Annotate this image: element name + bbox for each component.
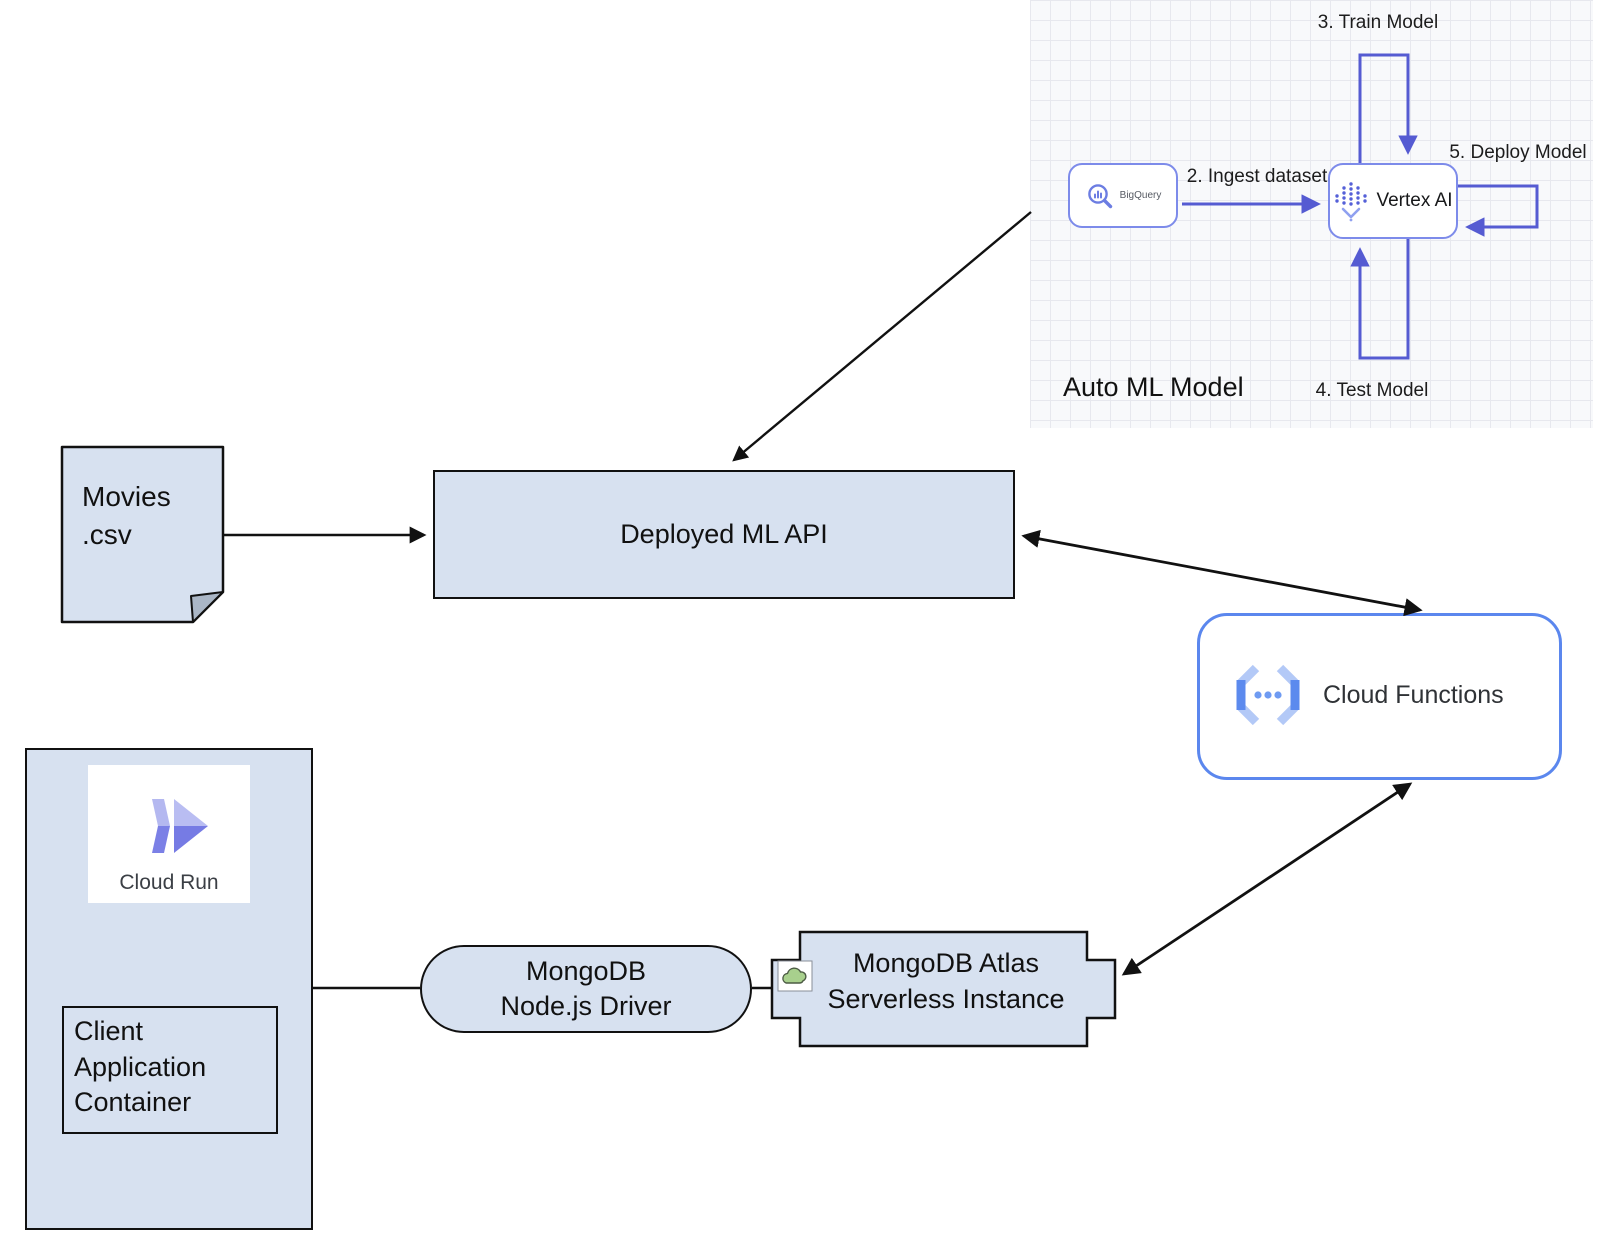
deployed-ml-api-label: Deployed ML API: [620, 519, 828, 549]
deploy-model-label: 5. Deploy Model: [1449, 142, 1587, 163]
movies-file-line2: .csv: [82, 518, 132, 550]
client-application-container-node: Client Application Container: [62, 1006, 278, 1134]
vertex-ai-icon: [1335, 182, 1368, 222]
cloud-run-label: Cloud Run: [119, 871, 219, 894]
vertex-ai-node: Vertex AI: [1328, 163, 1458, 239]
cloud-functions-label: Cloud Functions: [1323, 681, 1504, 709]
automl-caption: Auto ML Model: [1063, 372, 1244, 402]
vertex-ai-label: Vertex AI: [1376, 190, 1453, 211]
atlas-line2: Serverless Instance: [827, 983, 1065, 1014]
mongodb-driver-line1: MongoDB: [525, 955, 647, 986]
mongodb-driver-line2: Node.js Driver: [500, 991, 672, 1021]
movies-file-line1: Movies: [82, 481, 171, 512]
bigquery-node: BigQuery: [1068, 163, 1178, 228]
cloud-run-icon: [152, 799, 208, 853]
client-application-container-label: Client Application Container: [74, 1016, 207, 1118]
test-model-label: 4. Test Model: [1315, 380, 1429, 401]
bigquery-label: BigQuery: [1119, 190, 1162, 201]
deployed-ml-api-node: Deployed ML API: [433, 470, 1015, 599]
atlas-node-label: MongoDB Atlas Serverless Instance: [790, 946, 1102, 1017]
arrow-api-cloudfunctions: [1021, 529, 1423, 617]
bigquery-icon: [1087, 183, 1112, 208]
mongodb-driver-node: MongoDB Node.js Driver: [420, 945, 752, 1033]
atlas-line1: MongoDB Atlas: [852, 948, 1040, 978]
ingest-dataset-label: 2. Ingest dataset: [1186, 166, 1328, 187]
movies-file-label: Movies .csv: [82, 478, 171, 554]
cloud-run-card: Cloud Run: [88, 765, 250, 903]
train-model-label: 3. Train Model: [1317, 12, 1439, 33]
arrow-automl-to-api: [732, 211, 1032, 462]
arrow-atlas-cloudfunctions: [1121, 782, 1413, 976]
